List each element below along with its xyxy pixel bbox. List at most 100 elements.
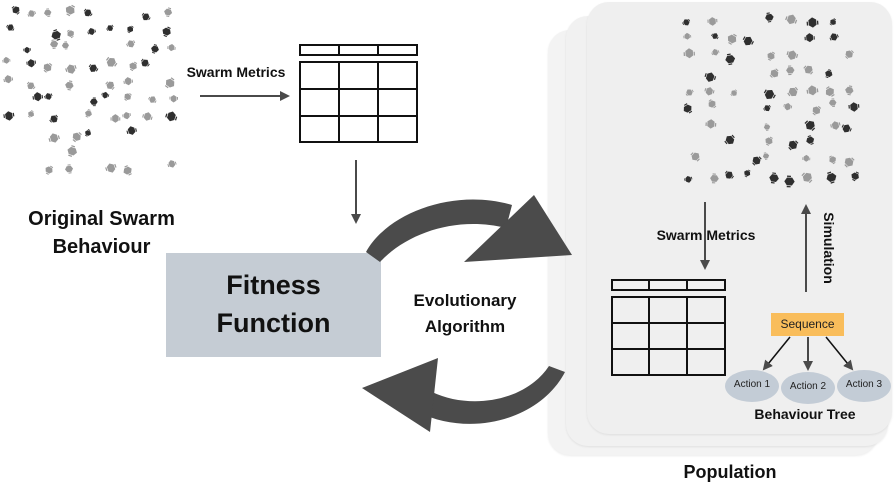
population-swarm-field xyxy=(682,12,862,188)
evolutionary-algorithm-label: Evolutionary Algorithm xyxy=(413,291,517,336)
swarm-robot-icon xyxy=(783,103,793,111)
swarm-robot-icon xyxy=(829,18,836,26)
swarm-robot-icon xyxy=(812,105,821,116)
swarm-robot-icon xyxy=(87,27,97,35)
swarm-robot-icon xyxy=(828,98,837,108)
swarm-robot-icon xyxy=(711,48,720,56)
swarm-robot-icon xyxy=(724,134,735,144)
swarm-robot-icon xyxy=(124,93,132,102)
swarm-robot-icon xyxy=(705,119,717,129)
swarm-robot-icon xyxy=(28,109,35,118)
swarm-robot-icon xyxy=(725,170,735,179)
swarm-robot-icon xyxy=(710,173,720,184)
swarm-robot-icon xyxy=(85,108,92,118)
swarm-robot-icon xyxy=(830,121,841,131)
action-label-3: Action 3 xyxy=(845,379,883,390)
swarm-robot-icon xyxy=(845,85,854,96)
swarm-robot-icon xyxy=(742,36,754,46)
swarm-robot-icon xyxy=(851,171,860,181)
swarm-robot-icon xyxy=(123,76,133,85)
swarm-robot-icon xyxy=(32,91,43,101)
behaviour-tree-label: Behaviour Tree xyxy=(754,406,856,422)
swarm-robot-icon xyxy=(682,18,691,26)
swarm-robot-icon xyxy=(3,75,14,84)
swarm-robot-icon xyxy=(806,85,819,96)
action-node-2 xyxy=(781,372,835,404)
swarm-robot-icon xyxy=(169,95,179,103)
swarm-robot-icon xyxy=(783,175,795,188)
swarm-robot-icon xyxy=(27,10,36,17)
swarm-robot-icon xyxy=(844,156,855,168)
swarm-robot-icon xyxy=(708,99,717,109)
population-card-front xyxy=(587,2,892,434)
swarm-robot-icon xyxy=(43,63,53,74)
swarm-robot-icon xyxy=(704,72,717,82)
swarm-robot-icon xyxy=(48,114,58,123)
swarm-robot-icon xyxy=(828,33,839,41)
original-swarm-label: Original Swarm Behaviour xyxy=(28,208,175,258)
swarm-robot-icon xyxy=(110,114,121,124)
swarm-robot-icon xyxy=(43,93,53,101)
swarm-robot-icon xyxy=(48,133,60,143)
swarm-robot-icon xyxy=(704,87,715,96)
swarm-robot-icon xyxy=(121,111,131,119)
population-label: Population xyxy=(683,462,777,482)
swarm-robot-icon xyxy=(802,155,811,163)
action-node-1 xyxy=(725,370,779,402)
swarm-robot-icon xyxy=(50,39,59,50)
swarm-robot-icon xyxy=(62,41,70,50)
swarm-robot-icon xyxy=(801,172,813,183)
swarm-robot-icon xyxy=(806,17,819,29)
swarm-robot-icon xyxy=(104,163,117,173)
edge-seq-action3 xyxy=(825,336,854,371)
swarm-robot-icon xyxy=(162,27,172,38)
swarm-robot-icon xyxy=(67,145,78,158)
swarm-robot-icon xyxy=(164,111,177,122)
swarm-robot-icon xyxy=(765,136,773,146)
swarm-robot-icon xyxy=(51,28,61,41)
swarm-robot-icon xyxy=(767,51,776,61)
simulation-label: Simulation xyxy=(821,212,837,284)
swarm-robot-icon xyxy=(167,160,177,168)
metrics-table-top xyxy=(299,44,418,143)
swarm-robot-icon xyxy=(83,9,93,17)
original-swarm-field xyxy=(2,4,182,178)
swarm-robot-icon xyxy=(841,124,853,133)
swarm-robot-icon xyxy=(84,128,91,137)
swarm-robot-icon xyxy=(23,47,31,54)
swarm-robot-icon xyxy=(141,12,151,21)
action-node-3 xyxy=(837,370,891,402)
fitness-function-box xyxy=(166,253,381,357)
swarm-robot-icon xyxy=(769,67,779,78)
swarm-robot-icon xyxy=(690,152,701,162)
swarm-robot-icon xyxy=(786,50,799,61)
swarm-robot-icon xyxy=(165,77,175,89)
fitness-function-label: Fitness Function xyxy=(216,270,331,338)
swarm-robot-icon xyxy=(65,164,74,174)
swarm-robot-icon xyxy=(684,103,693,114)
swarm-robot-icon xyxy=(104,80,115,90)
action-label-1: Action 1 xyxy=(733,379,771,390)
swarm-robot-icon xyxy=(27,81,36,89)
swarm-robot-icon xyxy=(769,172,779,184)
swarm-robot-icon xyxy=(762,105,771,112)
cycle-arrow-upper xyxy=(366,195,572,262)
swarm-robot-icon xyxy=(802,65,813,75)
swarm-metrics-label-top: Swarm Metrics xyxy=(186,64,286,80)
swarm-robot-icon xyxy=(106,25,114,32)
swarm-robot-icon xyxy=(141,58,151,67)
swarm-metrics-label-panel: Swarm Metrics xyxy=(656,227,756,243)
swarm-robot-icon xyxy=(825,69,833,79)
swarm-robot-icon xyxy=(123,164,133,176)
swarm-robot-icon xyxy=(105,56,118,67)
swarm-robot-icon xyxy=(127,25,134,33)
swarm-robot-icon xyxy=(752,156,762,166)
swarm-robot-icon xyxy=(65,80,74,91)
swarm-robot-icon xyxy=(25,59,36,68)
swarm-robot-icon xyxy=(129,62,137,72)
swarm-robot-icon xyxy=(786,65,795,75)
swarm-robot-icon xyxy=(785,14,798,24)
swarm-robot-icon xyxy=(725,53,736,66)
swarm-robot-icon xyxy=(167,44,176,52)
